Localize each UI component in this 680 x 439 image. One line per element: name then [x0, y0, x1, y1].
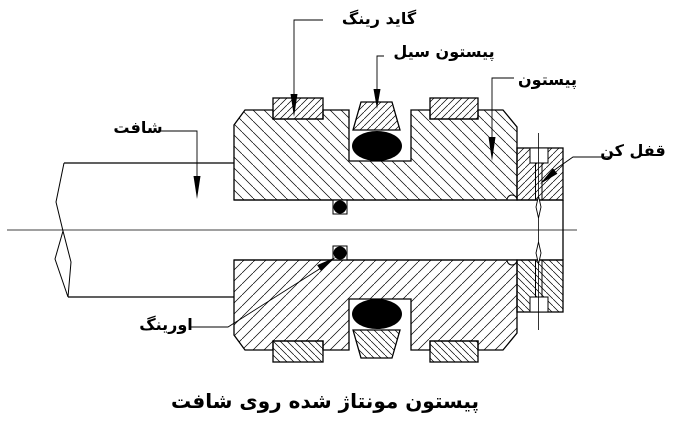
piston-upper-half — [233, 97, 564, 215]
arrow-oring — [317, 257, 336, 271]
lock-pin-slot — [535, 163, 543, 200]
pin-break-lower — [535, 241, 542, 265]
arrow-piston — [488, 137, 496, 161]
label-piston: پیستون — [518, 70, 577, 90]
piston-lower-half — [233, 245, 564, 363]
leader-piston — [491, 77, 514, 137]
label-oring: اورینگ — [139, 315, 193, 334]
leader-lock-nut — [552, 156, 610, 172]
leader-guide-ring — [293, 19, 323, 94]
label-piston-seal: پیستون سیل — [393, 42, 494, 62]
lock-pin-axis — [535, 133, 542, 330]
piston-seal-ellipse — [352, 131, 402, 161]
arrow-lock-nut — [540, 168, 558, 184]
oring-dot — [333, 200, 347, 214]
leader-arrows — [193, 89, 558, 271]
label-lock-nut: قفل کن — [600, 141, 666, 160]
leaders — [160, 19, 610, 328]
label-guide-ring: گاید رینگ — [342, 9, 417, 28]
leader-piston-seal — [376, 55, 384, 89]
arrow-piston-seal — [373, 89, 381, 109]
leader-shaft — [160, 130, 198, 176]
lock-nut-notch — [529, 147, 549, 164]
shaft-outline-large — [64, 162, 234, 298]
guide-ring-left — [272, 97, 324, 120]
shaft-break-symbol — [54, 162, 72, 298]
guide-ring-right — [429, 97, 479, 120]
arrow-shaft — [193, 176, 201, 199]
diagram-caption: پیستون مونتاژ شده روی شافت — [171, 389, 479, 414]
label-shaft: شافت — [113, 118, 162, 137]
seal-cap — [352, 101, 401, 131]
pin-break-upper — [535, 195, 542, 219]
arrow-guide-ring — [290, 94, 298, 117]
leader-oring — [191, 267, 322, 328]
